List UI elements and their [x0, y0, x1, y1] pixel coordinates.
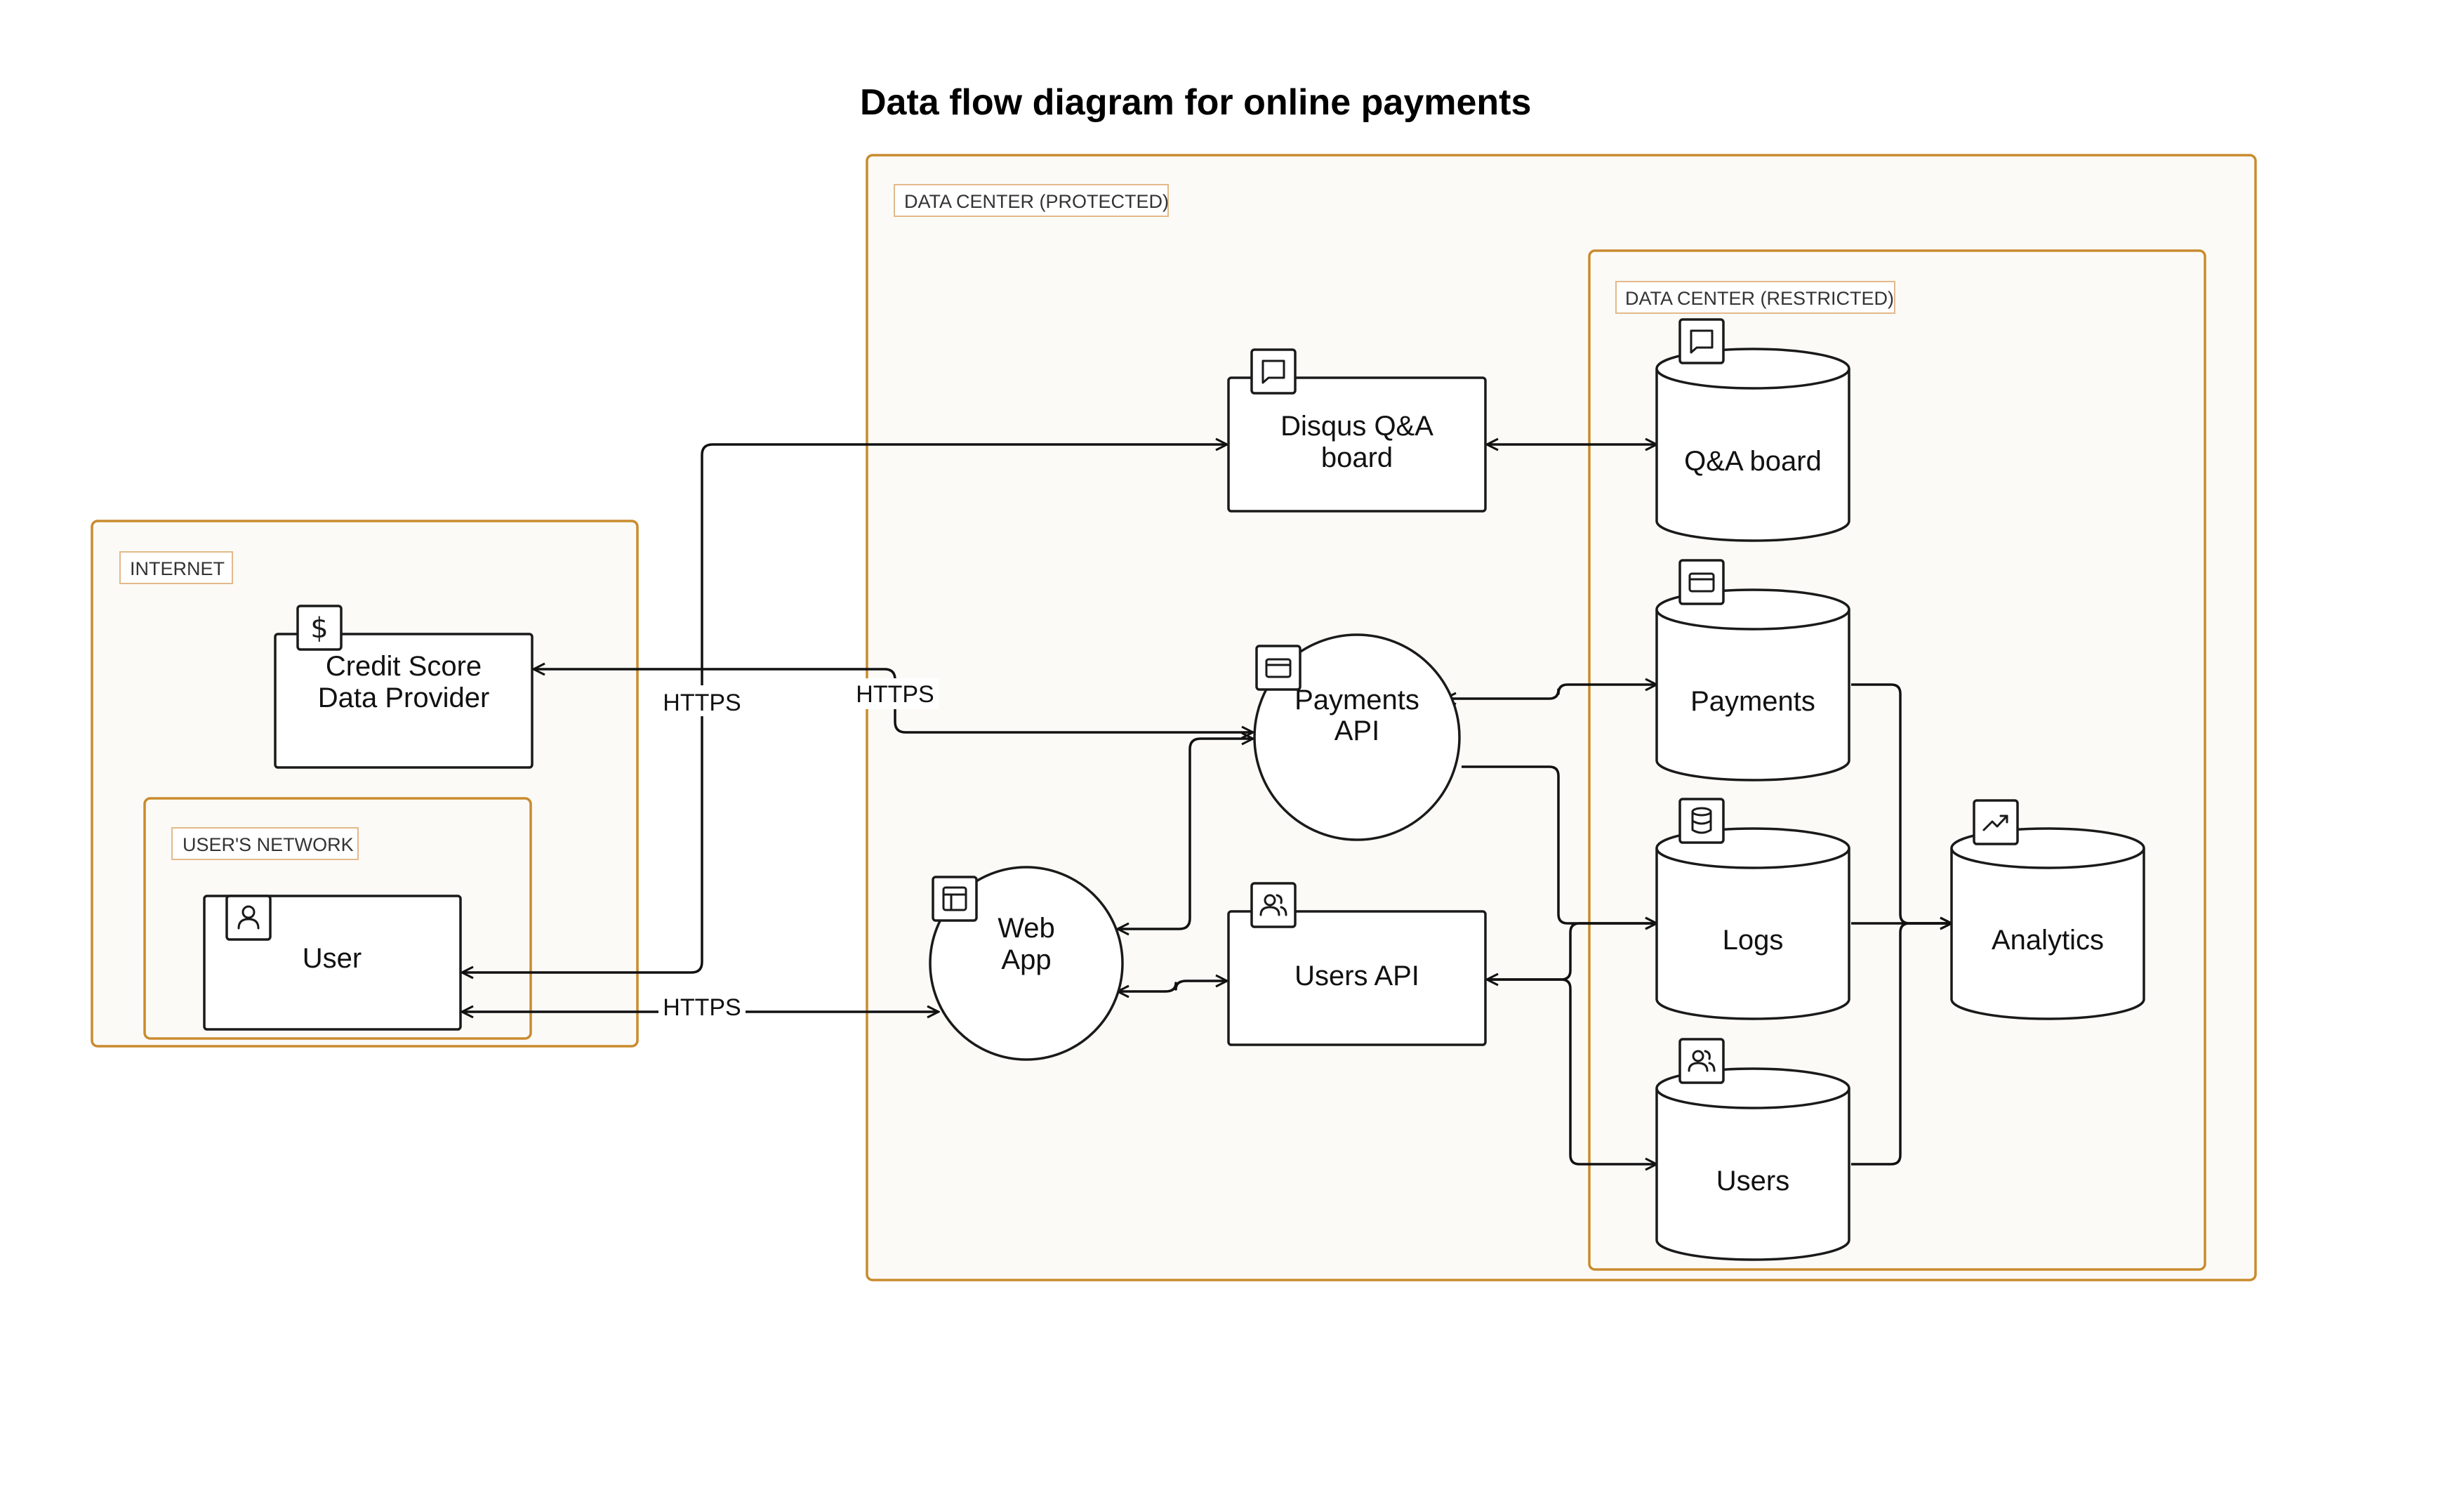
svg-text:Q&A board: Q&A board: [1684, 446, 1822, 477]
node-payments-db[interactable]: Payments: [1655, 559, 1850, 782]
svg-text:Payments: Payments: [1294, 685, 1419, 715]
trend-up-icon: [1973, 799, 2019, 845]
zone-label-restricted: DATA CENTER (RESTRICTED): [1625, 288, 1894, 309]
svg-text:Users: Users: [1716, 1166, 1789, 1196]
diagram-title: Data flow diagram for online payments: [860, 82, 1531, 123]
edge-label-https-payments: HTTPS: [852, 678, 939, 709]
svg-text:App: App: [1001, 944, 1051, 975]
zone-label-protected: DATA CENTER (PROTECTED): [904, 191, 1169, 212]
zone-label-users-network: USER'S NETWORK: [183, 834, 354, 855]
node-user[interactable]: User: [203, 895, 462, 1031]
dollar-icon: $: [296, 605, 343, 651]
svg-text:Logs: Logs: [1723, 925, 1784, 956]
svg-text:HTTPS: HTTPS: [856, 681, 934, 708]
database-icon: [1678, 798, 1725, 844]
zone-label-internet: INTERNET: [130, 558, 225, 579]
chat-icon: [1678, 318, 1725, 364]
layout-icon: [932, 876, 978, 922]
node-analytics-db[interactable]: Analytics: [1950, 799, 2145, 1020]
users-icon: [1250, 882, 1297, 928]
edge-label-https-internet: HTTPS: [658, 685, 746, 716]
credit-card-icon: [1678, 559, 1725, 605]
edge-webapp-usersapi: [1118, 981, 1227, 991]
edge-label-https-webapp: HTTPS: [658, 991, 746, 1022]
svg-text:Analytics: Analytics: [1992, 925, 2104, 956]
svg-text:User: User: [303, 943, 362, 974]
node-payments-api[interactable]: Payments API: [1253, 633, 1461, 841]
edge-webapp-payments: [1118, 739, 1253, 929]
edge-paymentsapi-paymentsdb: [1445, 685, 1657, 699]
svg-text:$: $: [310, 612, 328, 645]
svg-text:Payments: Payments: [1690, 686, 1815, 717]
node-users-api[interactable]: Users API: [1227, 882, 1487, 1046]
svg-text:Credit Score: Credit Score: [326, 651, 482, 682]
svg-text:board: board: [1321, 442, 1393, 473]
node-web-app[interactable]: Web App: [929, 866, 1124, 1061]
chat-icon: [1250, 348, 1297, 395]
node-users-db[interactable]: Users: [1655, 1038, 1850, 1261]
svg-text:API: API: [1334, 715, 1379, 746]
edge-usersapi-usersdb: [1487, 980, 1657, 1164]
svg-text:Data Provider: Data Provider: [318, 682, 490, 713]
node-disqus-qa-board[interactable]: Disqus Q&A board: [1227, 348, 1487, 513]
svg-text:Disqus Q&A: Disqus Q&A: [1280, 411, 1433, 442]
svg-text:HTTPS: HTTPS: [663, 994, 741, 1021]
svg-text:HTTPS: HTTPS: [663, 690, 741, 716]
credit-card-icon: [1255, 645, 1301, 691]
svg-text:Users API: Users API: [1294, 961, 1419, 991]
user-icon: [225, 895, 272, 941]
node-logs-db[interactable]: Logs: [1655, 798, 1850, 1020]
svg-text:Web: Web: [998, 913, 1055, 944]
edge-usersdb-analytics: [1851, 923, 1952, 1166]
node-credit-score-provider[interactable]: Credit Score Data Provider $: [274, 605, 534, 769]
node-qa-board-db[interactable]: Q&A board: [1655, 318, 1850, 542]
edge-paymentsapi-logs: [1462, 765, 1657, 923]
users-icon: [1678, 1038, 1725, 1084]
